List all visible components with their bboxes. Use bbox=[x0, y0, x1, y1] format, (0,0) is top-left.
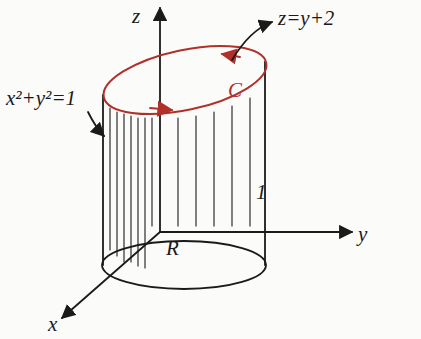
axis-label: y bbox=[358, 224, 367, 245]
curve-label: C bbox=[228, 80, 242, 101]
leader-line bbox=[232, 22, 272, 60]
cylinder-equation: x²+y²=1 bbox=[6, 88, 76, 109]
axis-label: x bbox=[48, 314, 57, 335]
base-disk bbox=[102, 241, 266, 289]
leader-line bbox=[88, 112, 104, 136]
cylinder-side bbox=[264, 62, 266, 265]
cylinder-side bbox=[102, 95, 104, 265]
region-label: R bbox=[166, 238, 179, 259]
z-axis bbox=[159, 8, 161, 232]
curve-c bbox=[98, 33, 273, 126]
axis-label: z bbox=[132, 6, 140, 27]
hatching bbox=[110, 98, 250, 268]
orientation-arrow bbox=[222, 54, 240, 57]
orientation-arrow bbox=[150, 108, 172, 110]
radius-label: 1 bbox=[256, 182, 267, 203]
y-axis bbox=[160, 231, 352, 233]
plane-equation: z=y+2 bbox=[278, 8, 334, 29]
